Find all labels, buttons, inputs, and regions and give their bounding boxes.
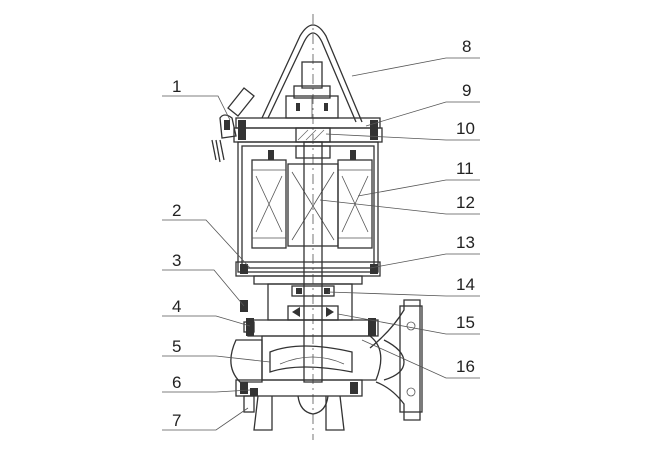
callout-label-15: 15 [456,313,475,332]
leader-lines [162,57,480,431]
callout-label-13: 13 [456,233,475,252]
callout-label-7: 7 [172,411,181,430]
motor-lower-flange [235,261,381,285]
callout-label-4: 4 [172,297,181,316]
callout-label-14: 14 [456,275,475,294]
callout-label-3: 3 [172,251,181,270]
lifting-handle [261,24,363,123]
callout-label-1: 1 [172,77,181,96]
callout-label-6: 6 [172,373,181,392]
callout-label-5: 5 [172,337,181,356]
callout-label-16: 16 [456,357,475,376]
side-bolts [240,300,258,413]
callout-label-10: 10 [456,119,475,138]
callout-label-2: 2 [172,201,181,220]
callout-label-9: 9 [462,81,471,100]
junction-box [285,61,339,119]
callout-label-12: 12 [456,193,475,212]
callout-label-8: 8 [462,37,471,56]
callout-label-11: 11 [456,159,474,178]
pump-casing [230,299,423,431]
motor-housing [237,141,379,383]
top-cover [233,117,383,143]
cable-gland [211,87,255,163]
